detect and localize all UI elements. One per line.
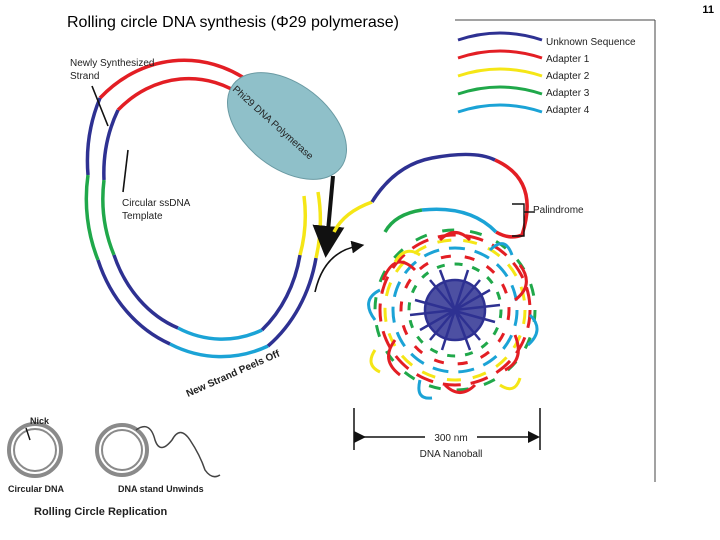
peeling-strand-blue (370, 152, 496, 203)
nanoball-cyan-loops (391, 246, 519, 374)
slide-title: Rolling circle DNA synthesis (Φ29 polyme… (67, 14, 399, 31)
inset-unwinding-strand (135, 425, 221, 478)
inner-strand-green-segment (101, 179, 116, 256)
inner-strand-blue-bottom (112, 254, 179, 330)
legend-swatch-adapter-2 (457, 67, 543, 78)
inset-unwinding-outer (95, 423, 149, 477)
palindrome-bracket-shape (512, 203, 525, 237)
outer-strand-blue-bottom (96, 259, 171, 346)
legend-label-adapter-1: Adapter 1 (546, 54, 590, 65)
newly-synthesized-label-line1: Newly Synthesized (70, 58, 154, 69)
peeling-strand-yellow (332, 200, 373, 233)
outer-strand-cyan-segment (169, 342, 269, 359)
nanoball-inner-green-loops (407, 262, 503, 358)
peeling-strand-green (383, 208, 423, 233)
dna-nanoball (367, 228, 539, 400)
template-pointer (122, 149, 129, 193)
peeling-strand-cyan (421, 207, 498, 234)
inset-title: Rolling Circle Replication (34, 506, 168, 518)
legend-label-adapter-2: Adapter 2 (546, 71, 590, 82)
nanoball-inner-red-loops (399, 254, 511, 366)
newly-synthesized-label-line2: Strand (70, 71, 99, 82)
legend-label-adapter-4: Adapter 4 (546, 105, 590, 116)
legend-swatch-adapter-4 (457, 103, 543, 114)
nanoball-label: DNA Nanoball (420, 449, 483, 460)
outer-strand-yellow-segment (314, 191, 323, 259)
legend: Unknown Sequence Adapter 1 Adapter 2 Ada… (457, 31, 636, 116)
inner-strand-yellow-segment (298, 195, 307, 256)
legend-swatch-unknown (457, 31, 543, 42)
outer-strand-blue-right (266, 257, 318, 348)
inset-circular-dna-label: Circular DNA (8, 484, 65, 494)
inner-strand-blue-top (102, 109, 120, 181)
slide-number: 11 (702, 4, 714, 16)
to-nanoball-arrow (314, 240, 365, 293)
newly-synthesized-pointer (91, 85, 109, 127)
peeling-strand (332, 152, 529, 239)
scale-value-label: 300 nm (434, 433, 467, 444)
legend-swatch-adapter-1 (457, 49, 543, 60)
inset-unwinding-inner (101, 429, 143, 471)
nanoball-outer-yellow-petals (369, 249, 522, 391)
outer-strand-blue-top (85, 97, 102, 176)
rolling-circle-inset: Nick Circular DNA DNA stand Unwinds Roll… (7, 416, 221, 518)
template-label-line1: Circular ssDNA (122, 198, 191, 209)
nanoball-yellow-loops (383, 238, 527, 382)
inset-nick-label: Nick (30, 416, 50, 426)
inset-circular-dna-inner (13, 428, 57, 472)
scale-label-bg (425, 430, 477, 444)
inset-unwinds-label: DNA stand Unwinds (118, 484, 204, 494)
palindrome-bracket (512, 203, 534, 237)
nanoball-green-loops (373, 228, 537, 392)
inset-circular-dna-outer (7, 422, 63, 478)
polymerase-direction-arrow (312, 175, 345, 258)
nanoball-core-strands (409, 269, 501, 351)
inner-strand-cyan-segment (177, 326, 263, 341)
inner-strand-red-segment (116, 76, 248, 112)
inset-nick-pointer (25, 427, 31, 441)
outer-strand-red-segment (98, 58, 252, 100)
nanoball-outer-red-petals (381, 231, 528, 394)
nanoball-outer-cyan-petals (367, 242, 539, 400)
outer-strand-green-segment (84, 174, 100, 261)
nanoball-core (409, 269, 501, 351)
legend-swatch-adapter-3 (457, 85, 543, 96)
legend-label-unknown: Unknown Sequence (546, 37, 636, 48)
legend-label-adapter-3: Adapter 3 (546, 88, 590, 99)
nanoball-red-loops (378, 233, 532, 387)
palindrome-label: Palindrome (533, 205, 584, 216)
inner-strand-blue-right (260, 254, 302, 332)
peeling-strand-red (494, 158, 529, 239)
template-label-line2: Template (122, 211, 163, 222)
phi29-polymerase-shape (227, 72, 347, 180)
